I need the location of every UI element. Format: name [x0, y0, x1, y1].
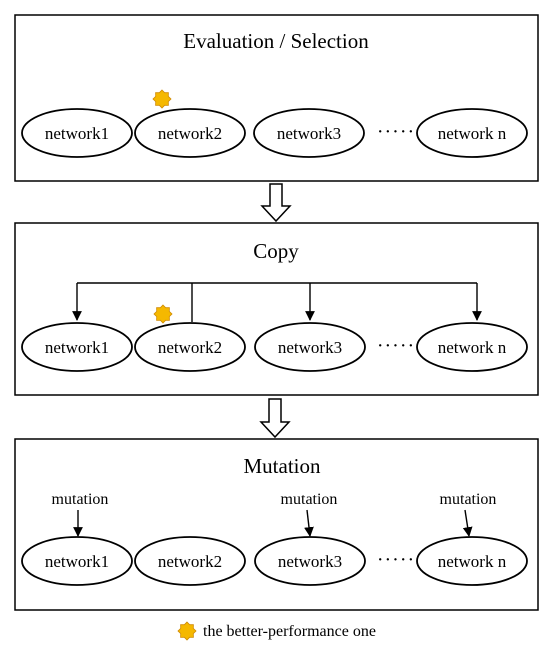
network-node: network n	[416, 322, 528, 372]
panel-mutation: Mutation mutation mutation mutation netw…	[14, 438, 539, 611]
down-arrow-icon	[260, 183, 292, 223]
panel-copy: Copy network1 network2 network3 ····· ne…	[14, 222, 539, 396]
ellipsis: ·····	[377, 121, 415, 143]
node-label: network1	[45, 552, 109, 571]
star-icon	[177, 621, 197, 641]
ellipsis: ·····	[377, 335, 415, 357]
panel-title: Evaluation / Selection	[183, 29, 369, 53]
mutation-label: mutation	[281, 491, 338, 508]
panel-border	[14, 222, 539, 396]
network-node: network n	[416, 108, 528, 158]
network-node: network1	[21, 108, 133, 158]
network-node: network1	[21, 536, 133, 586]
network-node: network2	[134, 322, 246, 372]
node-label: network1	[45, 124, 109, 143]
mutation-arrow	[462, 509, 473, 537]
node-label: network3	[277, 124, 341, 143]
panel-border	[14, 438, 539, 611]
node-label: network n	[438, 338, 507, 357]
node-label: network2	[158, 124, 222, 143]
node-label: network3	[278, 338, 342, 357]
mutation-label: mutation	[52, 491, 109, 508]
legend: the better-performance one	[177, 621, 376, 641]
network-node: network3	[254, 322, 366, 372]
legend-text: the better-performance one	[203, 623, 376, 640]
panel-border	[14, 14, 539, 182]
panel-evaluation-selection: Evaluation / Selection network1 network2…	[14, 14, 539, 182]
star-icon	[152, 89, 172, 109]
network-node: network3	[254, 536, 366, 586]
ellipsis: ·····	[377, 549, 415, 571]
panel-title: Copy	[253, 239, 299, 263]
down-arrow-icon	[259, 398, 291, 439]
node-label: network2	[158, 338, 222, 357]
node-label: network1	[45, 338, 109, 357]
network-node: network2	[134, 108, 246, 158]
node-label: network3	[278, 552, 342, 571]
mutation-label: mutation	[440, 491, 497, 508]
node-label: network n	[438, 124, 507, 143]
network-node: network n	[416, 536, 528, 586]
mutation-arrow	[304, 509, 314, 537]
network-node: network2	[134, 536, 246, 586]
node-label: network2	[158, 552, 222, 571]
star-icon	[153, 304, 173, 324]
network-node: network3	[253, 108, 365, 158]
panel-title: Mutation	[244, 454, 321, 478]
network-node: network1	[21, 322, 133, 372]
copy-connectors	[72, 282, 482, 322]
node-label: network n	[438, 552, 507, 571]
